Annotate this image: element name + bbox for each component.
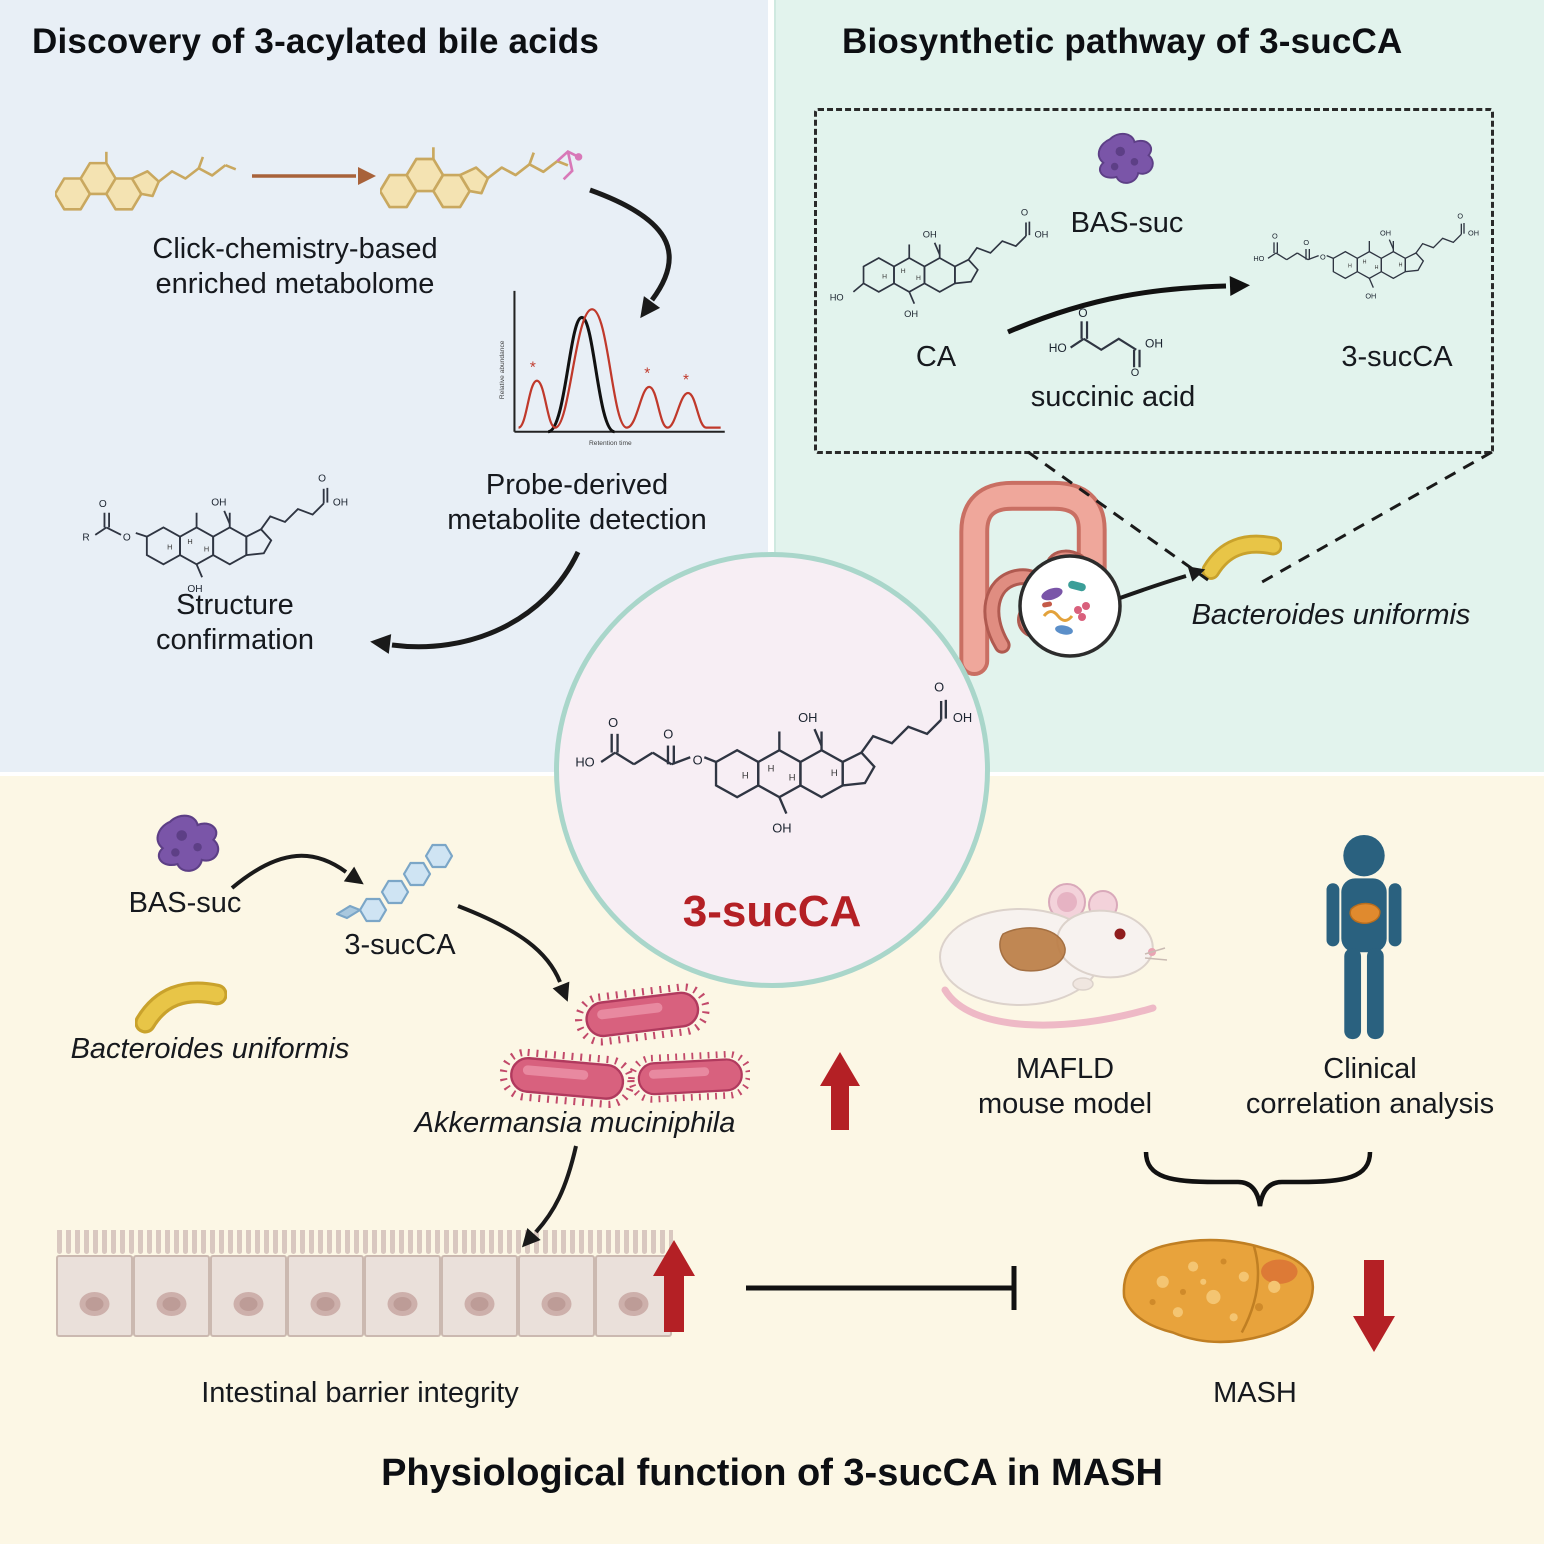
enzyme-label: BAS-suc — [128, 887, 242, 919]
epithelium-icon — [56, 1230, 673, 1337]
click-chemistry-label: Click-chemistry-based enriched metabolom… — [152, 233, 438, 301]
chem-label: O — [1078, 306, 1087, 320]
enzyme-icon — [1097, 132, 1154, 184]
peak-marker: * — [530, 360, 536, 377]
ca-label: CA — [915, 341, 957, 373]
clinical-label: Clinical correlation analysis — [1245, 1053, 1495, 1121]
akkermansia-label: Akkermansia muciniphila — [414, 1107, 736, 1139]
succinic-acid-structure: HO O O OH — [1049, 306, 1163, 376]
metabolite-label: 3-sucCA — [344, 929, 456, 961]
bacteroides-icon — [135, 974, 227, 1038]
product-label: 3-sucCA — [1341, 341, 1453, 373]
akkermansia-icon — [485, 976, 750, 1116]
bacteroides-icon — [1202, 528, 1282, 584]
chromatogram: Relative abundance Retention time * * * — [499, 290, 725, 447]
chromatogram-ylabel: Relative abundance — [499, 340, 506, 399]
discovery-title: Discovery of 3-acylated bile acids — [32, 22, 600, 61]
central-metabolite-card: 3-sucCA — [554, 552, 990, 988]
enzyme-icon — [156, 814, 220, 872]
chem-label: O — [1131, 367, 1140, 376]
central-metabolite-label: 3-sucCA — [682, 887, 862, 936]
mash-label: MASH — [1213, 1377, 1297, 1409]
barrier-label: Intestinal barrier integrity — [201, 1377, 519, 1409]
probe-tagged-steroid-icon — [380, 145, 583, 209]
bacteroides-label: Bacteroides uniformis — [70, 1033, 350, 1065]
sucCA-structure-large — [574, 678, 974, 837]
microbiome-magnifier-icon — [1018, 554, 1122, 658]
probe-detection-label: Probe-derived metabolite detection — [447, 469, 707, 537]
mouse-model-label: MAFLD mouse model — [977, 1053, 1153, 1121]
chem-label: HO — [1049, 341, 1067, 355]
chem-label: OH — [1145, 337, 1163, 351]
chromatogram-xlabel: Retention time — [589, 440, 632, 447]
enzyme-label: BAS-suc — [1070, 207, 1184, 239]
function-title: Physiological function of 3-sucCA in MAS… — [381, 1452, 1163, 1494]
ca-structure — [828, 206, 1048, 321]
acylated-bile-acid-structure — [81, 472, 350, 596]
biosynthesis-title: Biosynthetic pathway of 3-sucCA — [842, 22, 1403, 61]
liver-icon — [1122, 1238, 1315, 1344]
structure-confirmation-label: Structure confirmation — [156, 589, 314, 657]
succinic-acid-label: succinic acid — [1030, 381, 1196, 413]
peak-marker: * — [683, 372, 689, 389]
bile-acid-steroid-icon — [55, 150, 238, 211]
human-icon — [1326, 834, 1402, 1040]
bacteroides-label: Bacteroides uniformis — [1191, 599, 1471, 631]
mouse-icon — [939, 883, 1168, 1029]
peak-marker: * — [644, 366, 650, 383]
sucCA-structure-small — [1252, 210, 1480, 301]
sucCA-molecule-icon — [335, 843, 454, 923]
